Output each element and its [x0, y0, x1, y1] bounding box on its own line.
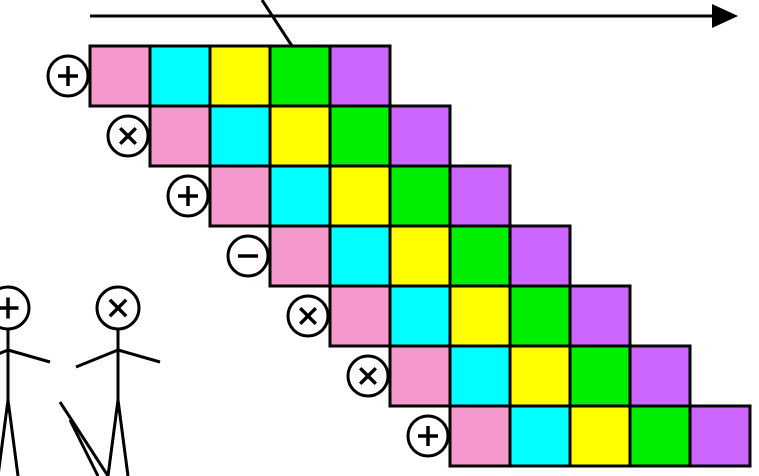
- cell-purple: [390, 106, 450, 166]
- cell-pink: [270, 226, 330, 286]
- stage-row: [168, 166, 510, 226]
- cell-yellow: [450, 286, 510, 346]
- cell-yellow: [390, 226, 450, 286]
- stage-row: [48, 46, 390, 106]
- cell-yellow: [270, 106, 330, 166]
- stage-row: [348, 346, 690, 406]
- pointer-line: [262, 0, 292, 46]
- time-arrow-head-icon: [712, 4, 738, 28]
- cell-purple: [510, 226, 570, 286]
- pipeline-stages: [48, 46, 750, 466]
- cell-green: [390, 166, 450, 226]
- cell-yellow: [210, 46, 270, 106]
- cell-green: [270, 46, 330, 106]
- cell-green: [330, 106, 390, 166]
- cell-pink: [450, 406, 510, 466]
- stick-figure-icon: [0, 287, 50, 476]
- stage-row: [288, 286, 630, 346]
- cell-cyan: [450, 346, 510, 406]
- cell-yellow: [570, 406, 630, 466]
- cell-pink: [150, 106, 210, 166]
- cell-green: [450, 226, 510, 286]
- cell-green: [510, 286, 570, 346]
- cell-purple: [330, 46, 390, 106]
- cell-cyan: [330, 226, 390, 286]
- cell-purple: [630, 346, 690, 406]
- time-arrow: [90, 0, 738, 46]
- cell-cyan: [390, 286, 450, 346]
- stage-row: [408, 406, 750, 466]
- cell-green: [570, 346, 630, 406]
- cell-pink: [390, 346, 450, 406]
- stage-row: [108, 106, 450, 166]
- cell-yellow: [510, 346, 570, 406]
- stage-operator: [408, 416, 448, 456]
- cell-purple: [570, 286, 630, 346]
- stick-figures: [0, 287, 160, 476]
- cell-cyan: [270, 166, 330, 226]
- stage-row: [228, 226, 570, 286]
- cell-green: [630, 406, 690, 466]
- cell-purple: [450, 166, 510, 226]
- figure-head: [97, 287, 139, 329]
- stage-operator: [228, 236, 268, 276]
- cell-cyan: [510, 406, 570, 466]
- stage-operator: [48, 56, 88, 96]
- stage-operator: [288, 296, 328, 336]
- stage-operator: [108, 116, 148, 156]
- cell-cyan: [210, 106, 270, 166]
- stage-operator: [168, 176, 208, 216]
- stage-operator: [348, 356, 388, 396]
- cell-cyan: [150, 46, 210, 106]
- cell-yellow: [330, 166, 390, 226]
- cell-purple: [690, 406, 750, 466]
- stick-figure-icon: [60, 287, 160, 476]
- cell-pink: [330, 286, 390, 346]
- figure-head: [0, 287, 29, 329]
- cell-pink: [210, 166, 270, 226]
- cell-pink: [90, 46, 150, 106]
